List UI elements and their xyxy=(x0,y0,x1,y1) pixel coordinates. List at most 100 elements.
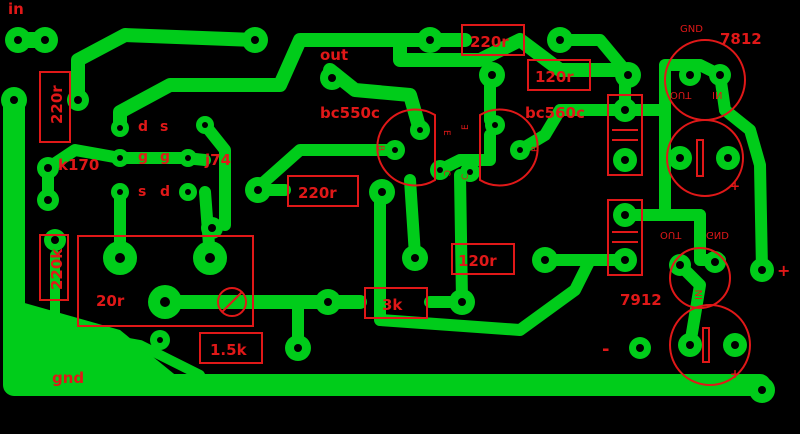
label-7912-gnd: GND xyxy=(706,229,729,240)
pad-k170-1 xyxy=(37,157,59,179)
pad-drain-right xyxy=(201,217,223,239)
label-pin-s1: s xyxy=(160,119,168,135)
label-j74: j74 xyxy=(204,151,231,169)
regulator-7812-body xyxy=(607,94,643,176)
pad-ds1 xyxy=(111,119,129,137)
pad-220k-top xyxy=(44,229,66,251)
label-q1-e: E xyxy=(441,130,451,136)
label-7812-gnd: GND xyxy=(680,24,703,35)
pad-q2-c xyxy=(485,115,505,135)
pad-j74-g xyxy=(179,149,197,167)
trace-out-loop xyxy=(113,33,437,135)
pot-trim-icon xyxy=(217,287,247,317)
label-q1-c: C xyxy=(441,170,451,176)
pad-cap2-a xyxy=(678,333,702,357)
label-pin-d2: d xyxy=(160,184,170,200)
pad-gnd-bus-end xyxy=(749,377,775,403)
label-r-220r-top: 220r xyxy=(470,33,509,51)
pad-220r-top-right xyxy=(547,27,573,53)
trace-7812-left xyxy=(619,59,726,116)
label-q2-e: E xyxy=(461,124,471,130)
label-gnd: gnd xyxy=(52,369,84,387)
pad-120r-top-left xyxy=(479,62,505,88)
pad-cap1-b xyxy=(716,146,740,170)
pad-3k-left xyxy=(315,289,341,315)
label-pin-g1: g xyxy=(138,149,148,165)
label-7812: 7812 xyxy=(720,30,762,48)
label-out: out xyxy=(320,46,348,64)
label-pin-g2: g xyxy=(160,149,170,165)
pad-gnd-left xyxy=(1,87,27,113)
label-r-220k: 220k xyxy=(48,248,66,290)
label-r-120r-mid: 120r xyxy=(458,252,497,270)
label-r-20r: 20r xyxy=(96,292,125,310)
pad-minus xyxy=(629,337,651,359)
label-in: in xyxy=(8,0,24,18)
pad-20r-2 xyxy=(193,241,227,275)
label-7912: 7912 xyxy=(620,291,662,309)
label-r-3k: 3k xyxy=(382,296,403,314)
ground-pour xyxy=(14,300,200,395)
copper-traces xyxy=(3,28,771,396)
pad-j74-s xyxy=(179,183,197,201)
label-pin-s2: s xyxy=(138,184,146,200)
label-7912-in: IN xyxy=(694,290,705,300)
label-q2-b: B xyxy=(531,146,541,152)
pad-j74-d xyxy=(196,116,214,134)
resistor-220k-outline xyxy=(39,234,69,301)
trace-q1q2 xyxy=(434,129,496,176)
pad-120r-top-right xyxy=(615,62,641,88)
resistor-1k5-outline xyxy=(199,332,263,364)
capacitor-2-plate xyxy=(702,327,710,363)
capacitor-2-outline xyxy=(669,304,751,386)
label-q1-b: B xyxy=(375,145,385,151)
resistor-120r-mid-outline xyxy=(451,243,515,275)
pad-vr1-gnd xyxy=(679,64,701,86)
pad-in-2 xyxy=(32,27,58,53)
capacitor-top-outline xyxy=(664,39,746,121)
pad-220r-top-left xyxy=(417,27,443,53)
resistor-220r-mid-outline xyxy=(287,175,359,207)
label-bc550c: bc550c xyxy=(320,104,380,122)
label-k170: k170 xyxy=(58,156,99,174)
silkscreen xyxy=(39,24,751,386)
transistor-bc560c-outline xyxy=(479,108,539,187)
pad-q2-e xyxy=(460,162,480,182)
pad-7812-1 xyxy=(613,98,637,122)
pad-120r-mid-left xyxy=(402,245,428,271)
pot-trim-slot xyxy=(221,291,243,313)
resistor-220r-left-outline xyxy=(39,71,71,143)
pad-k170-2 xyxy=(37,189,59,211)
label-cap-plus-1: + xyxy=(730,179,740,193)
trace-q2-down xyxy=(454,169,468,306)
trace-top-left xyxy=(71,28,262,107)
pad-7912-2 xyxy=(613,248,637,272)
pad-vr2-in xyxy=(704,251,726,273)
pad-in-1 xyxy=(5,27,31,53)
pad-cap2-b xyxy=(723,333,747,357)
trace-220k-gnd xyxy=(50,250,205,380)
pad-g1 xyxy=(111,149,129,167)
resistor-120r-top-outline xyxy=(527,59,591,91)
pad-220r-mid-right xyxy=(369,179,395,205)
capacitor-1-plate xyxy=(696,139,704,177)
label-minus-terminal: - xyxy=(602,339,609,360)
pot-20r-outline xyxy=(77,235,254,327)
label-7812-out: OUT xyxy=(670,89,692,100)
pad-vr2-gnd xyxy=(669,254,691,276)
label-cap-plus-2: + xyxy=(730,367,740,381)
trace-q1-emitter xyxy=(404,174,421,261)
pad-7912-1 xyxy=(613,203,637,227)
trace-7812-out xyxy=(554,34,631,116)
trace-top-center xyxy=(393,33,632,77)
label-q2-c: C xyxy=(461,174,471,180)
pad-q1-b xyxy=(385,140,405,160)
pad-220r-mid-left xyxy=(245,177,271,203)
pad-vr1-in xyxy=(709,64,731,86)
label-plus-terminal: + xyxy=(777,261,790,280)
silk-labels: in gnd out 220r 220k k170 j74 d s g g s … xyxy=(8,0,790,387)
pad-pot-1 xyxy=(148,285,182,319)
resistor-220r-top-outline xyxy=(461,24,525,56)
pad-top-255 xyxy=(242,27,268,53)
